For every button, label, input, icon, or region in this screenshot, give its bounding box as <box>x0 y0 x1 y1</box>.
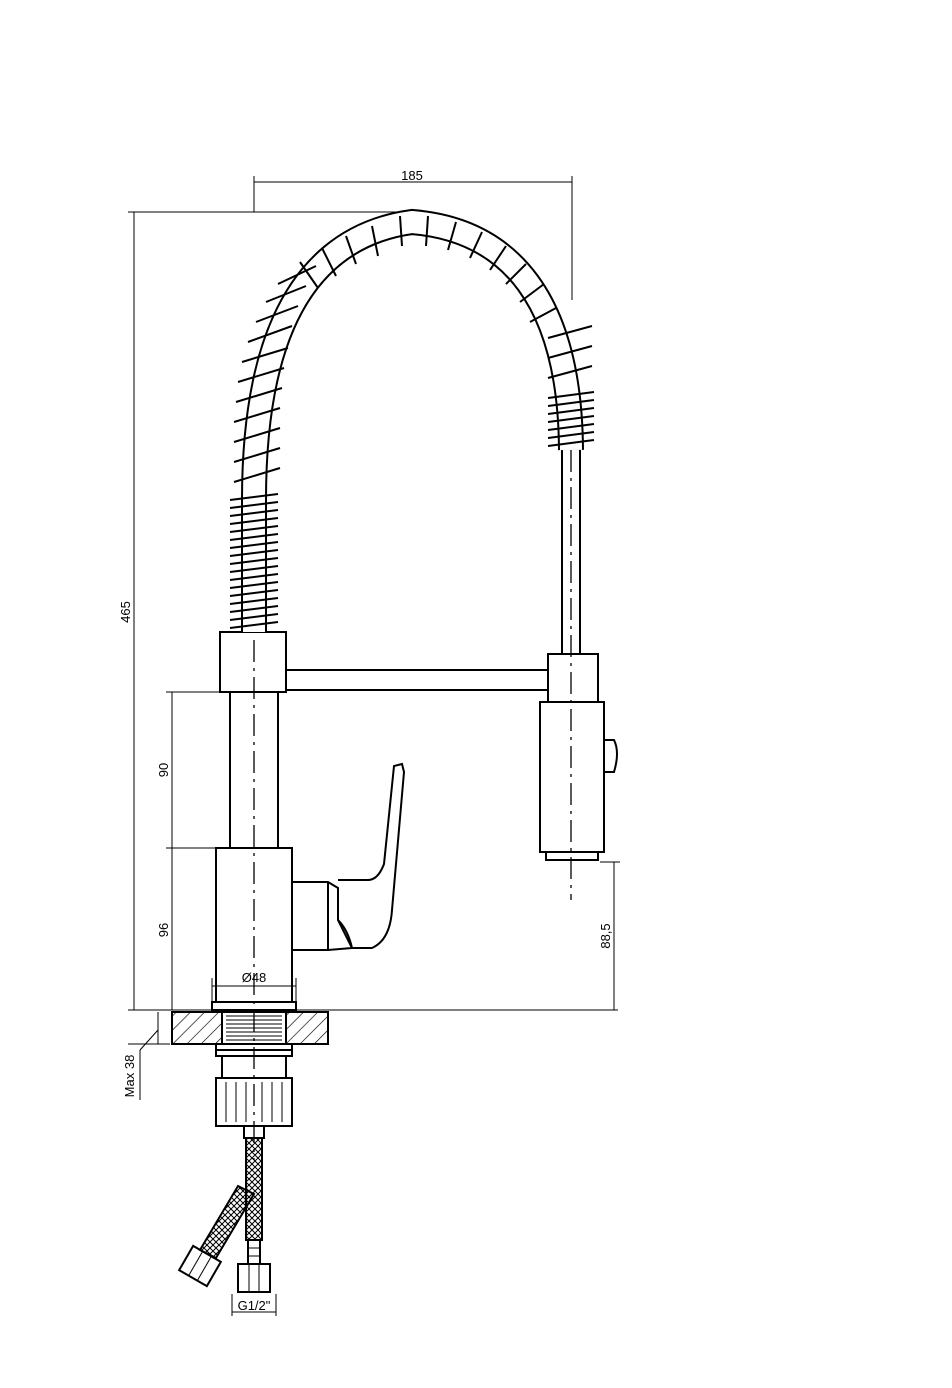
dim-max-thickness-label: Max 38 <box>122 1055 137 1098</box>
dim-width-label: 185 <box>401 168 423 183</box>
faucet-body <box>211 631 549 1011</box>
center-lines <box>253 450 572 1160</box>
lever-handle <box>291 762 406 951</box>
dim-spray-height-label: 88,5 <box>598 923 613 948</box>
spring-hose <box>229 208 595 632</box>
dim-thread-label: G1/2" <box>238 1298 271 1313</box>
dim-height-label: 465 <box>118 601 133 623</box>
spray-head <box>539 445 618 861</box>
dim-upper-label: 90 <box>156 763 171 777</box>
supply-hoses <box>177 1137 271 1293</box>
dim-lower-label: 96 <box>156 923 171 937</box>
countertop-section <box>171 1011 329 1045</box>
